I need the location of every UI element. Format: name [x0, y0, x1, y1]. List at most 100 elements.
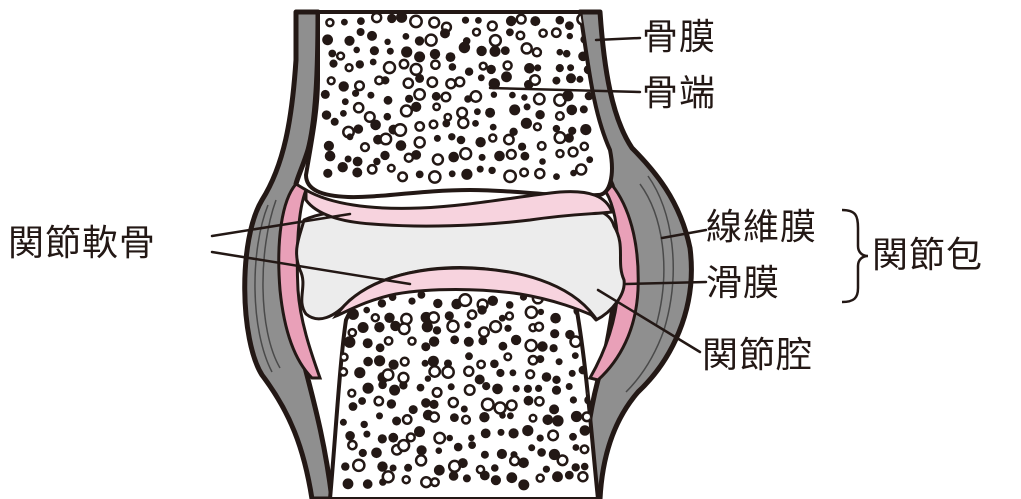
- bone-dot: [448, 321, 459, 332]
- bone-dot: [356, 60, 364, 68]
- bone-dot: [343, 478, 354, 489]
- bone-dot: [465, 68, 473, 76]
- bone-dot: [415, 137, 425, 147]
- bone-dot: [557, 150, 564, 157]
- bone-dot: [340, 110, 347, 117]
- bone-dot: [450, 335, 459, 344]
- bone-dot: [388, 165, 395, 172]
- bone-dot: [487, 65, 496, 74]
- bone-dot: [404, 79, 413, 88]
- bone-dot: [497, 449, 507, 459]
- bone-dot: [353, 47, 360, 54]
- bone-dot: [472, 120, 479, 127]
- bone-dot: [507, 412, 514, 419]
- bone-dot: [433, 326, 441, 334]
- bone-dot: [408, 298, 415, 305]
- bone-dot: [429, 171, 440, 182]
- bone-dot: [491, 92, 497, 98]
- bone-dot: [342, 98, 349, 105]
- bone-dot: [440, 28, 450, 38]
- bone-dot: [411, 64, 422, 75]
- bone-dot: [352, 90, 359, 97]
- bone-dot: [567, 105, 578, 116]
- bone-dot: [404, 464, 412, 472]
- bone-dot: [383, 471, 394, 482]
- bone-dot: [481, 429, 491, 439]
- bone-dot: [384, 96, 393, 105]
- bone-dot: [340, 368, 347, 375]
- bone-dot: [570, 396, 577, 403]
- bone-dot: [550, 313, 561, 324]
- bone-dot: [491, 475, 501, 485]
- bone-dot: [526, 307, 537, 318]
- bone-dot: [355, 82, 364, 91]
- bone-dot: [448, 383, 455, 390]
- bone-dot: [556, 64, 564, 72]
- bone-dot: [387, 14, 396, 23]
- bone-dot: [348, 390, 355, 397]
- bone-dot: [349, 329, 356, 336]
- bone-dot: [535, 323, 543, 331]
- bone-dot: [576, 165, 586, 175]
- bone-dot: [449, 63, 457, 71]
- bone-dot: [504, 171, 515, 182]
- bone-dot: [357, 28, 365, 36]
- bone-dot: [494, 151, 505, 162]
- bone-dot: [530, 415, 537, 422]
- bone-dot: [492, 384, 503, 395]
- label-articular-cartilage: 関節軟骨: [8, 224, 156, 264]
- bone-dot: [371, 448, 382, 459]
- bone-dot: [331, 118, 339, 126]
- bone-dot: [479, 328, 488, 337]
- bone-dot: [442, 93, 451, 102]
- bone-dot: [524, 396, 534, 406]
- bone-dot: [533, 48, 541, 56]
- bone-dot: [530, 16, 540, 26]
- bone-dot: [479, 154, 486, 161]
- bone-dot: [552, 471, 563, 482]
- bone-dot: [429, 18, 439, 28]
- bone-dot: [429, 400, 438, 409]
- bone-dot: [556, 16, 565, 25]
- bone-dot: [345, 431, 355, 441]
- bone-dot: [415, 74, 424, 83]
- bone-dot: [428, 78, 437, 87]
- bone-dot: [346, 64, 353, 71]
- bone-dot: [513, 385, 520, 392]
- bone-dot: [509, 92, 516, 99]
- bone-dot: [374, 322, 384, 332]
- bone-dot: [387, 399, 396, 408]
- bone-dot: [521, 152, 530, 161]
- bone-dot: [455, 78, 464, 87]
- bone-dot: [518, 458, 529, 469]
- bone-dot: [549, 404, 559, 414]
- bone-dot: [401, 46, 412, 57]
- bone-dot: [411, 150, 421, 160]
- bone-dot: [565, 21, 574, 30]
- bone-dot: [537, 435, 544, 442]
- bone-dot: [376, 343, 385, 352]
- bone-dot: [496, 369, 504, 377]
- bone-dot: [461, 169, 472, 180]
- bone-dot: [445, 311, 454, 320]
- bone-dot: [392, 417, 401, 426]
- label-fibrous-membrane: 線維膜: [706, 208, 817, 248]
- bone-dot: [506, 16, 516, 26]
- bone-dot: [499, 342, 508, 351]
- bone-dot: [507, 401, 517, 411]
- bone-dot: [566, 73, 576, 83]
- bone-dot: [552, 29, 560, 37]
- bone-dot: [363, 383, 374, 394]
- bone-dot: [569, 148, 578, 157]
- bone-dot: [518, 143, 526, 151]
- bone-dot: [543, 466, 550, 473]
- bone-dot: [572, 352, 579, 359]
- bone-dot: [430, 49, 440, 59]
- bone-dot: [550, 344, 558, 352]
- bone-dot: [432, 92, 441, 101]
- bone-dot: [542, 372, 552, 382]
- bone-dot: [507, 150, 516, 159]
- bone-dot: [526, 370, 534, 378]
- bone-dot: [401, 106, 412, 117]
- bone-dot: [429, 336, 439, 346]
